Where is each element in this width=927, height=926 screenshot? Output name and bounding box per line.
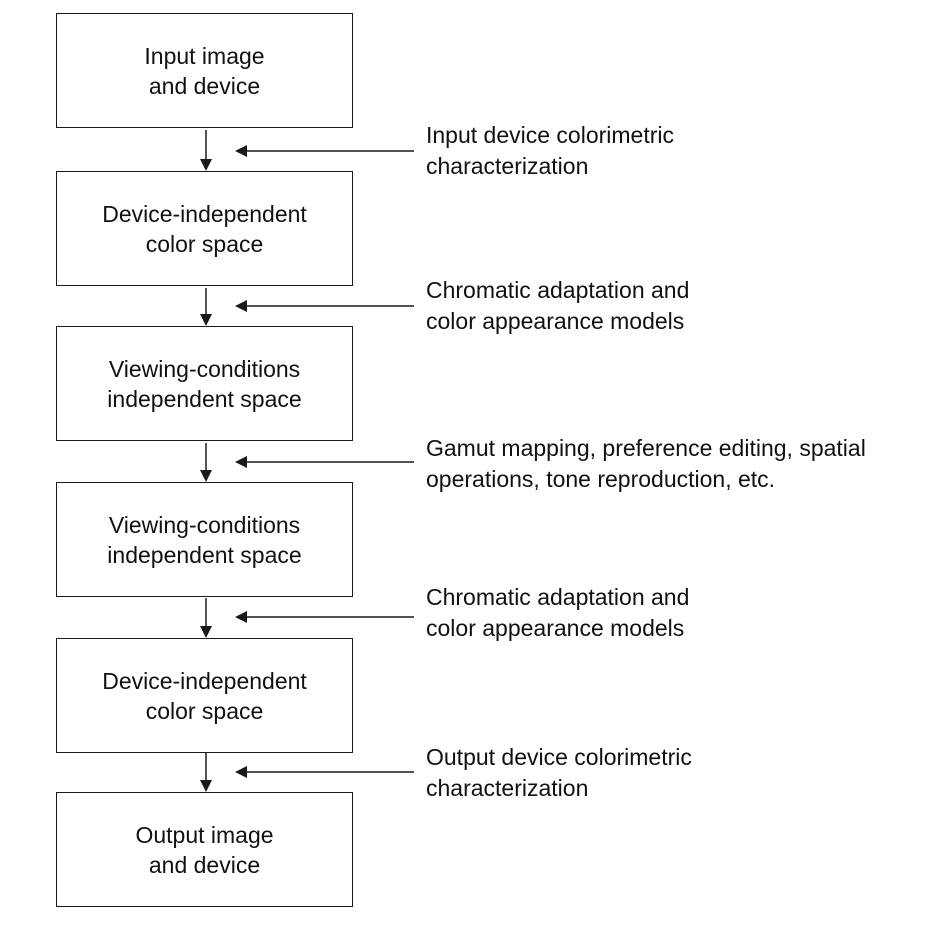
flow-arrow xyxy=(200,753,212,792)
stage-label: Device-independent color space xyxy=(102,667,307,724)
flow-arrow xyxy=(200,598,212,638)
stage-box-viewing-conditions-1: Viewing-conditions independent space xyxy=(56,326,353,441)
transform-arrow xyxy=(235,145,414,157)
flow-arrow xyxy=(200,443,212,482)
transform-label-chromatic-adaptation-1: Chromatic adaptation and color appearanc… xyxy=(426,277,690,334)
transform-arrow xyxy=(235,456,414,468)
transform-label-chromatic-adaptation-2: Chromatic adaptation and color appearanc… xyxy=(426,584,690,641)
stage-box-device-independent-2: Device-independent color space xyxy=(56,638,353,753)
transform-label-output-characterization: Output device colorimetric characterizat… xyxy=(426,744,692,801)
transform-label-gamut-mapping: Gamut mapping, preference editing, spati… xyxy=(426,435,866,492)
stage-label: Input image and device xyxy=(144,42,265,99)
stage-box-output-image: Output image and device xyxy=(56,792,353,907)
transform-arrow xyxy=(235,766,414,778)
flow-arrow xyxy=(200,130,212,171)
stage-label: Viewing-conditions independent space xyxy=(107,355,302,412)
flow-arrow xyxy=(200,288,212,326)
stage-box-input-image: Input image and device xyxy=(56,13,353,128)
stage-label: Output image and device xyxy=(135,821,274,878)
transform-label-input-characterization: Input device colorimetric characterizati… xyxy=(426,122,674,179)
transform-arrow xyxy=(235,300,414,312)
stage-label: Viewing-conditions independent space xyxy=(107,511,302,568)
stage-box-viewing-conditions-2: Viewing-conditions independent space xyxy=(56,482,353,597)
transform-arrow xyxy=(235,611,414,623)
stage-box-device-independent-1: Device-independent color space xyxy=(56,171,353,286)
stage-label: Device-independent color space xyxy=(102,200,307,257)
